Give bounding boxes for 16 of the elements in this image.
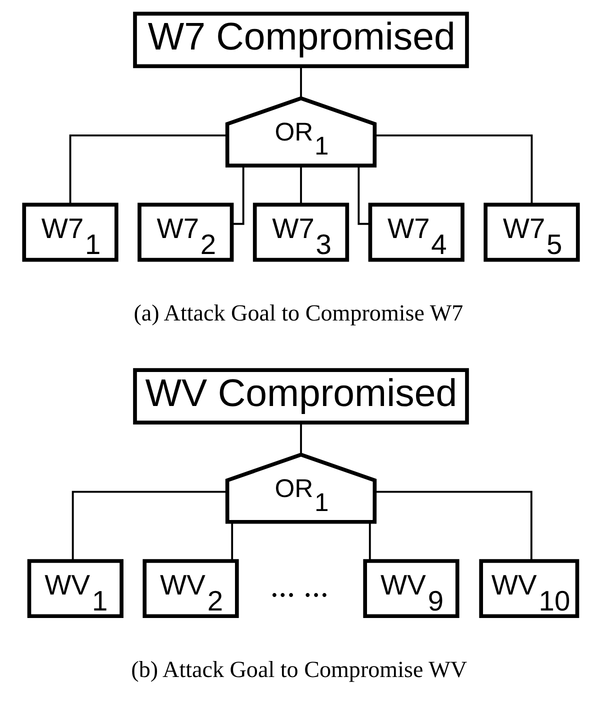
connector	[68, 134, 226, 204]
connector	[374, 490, 532, 561]
connector	[357, 166, 370, 225]
node-box: WV Compromised	[132, 368, 468, 424]
label: (a) Attack Goal to Compromise W7	[133, 300, 463, 326]
node-box: W7 Compromised	[132, 12, 468, 68]
connector	[71, 490, 226, 561]
label: ... ...	[270, 568, 328, 605]
connector	[300, 422, 302, 454]
connector	[300, 166, 302, 204]
label: (b) Attack Goal to Compromise WV	[130, 656, 467, 682]
connector	[230, 522, 233, 561]
connector	[368, 522, 370, 561]
connector	[232, 166, 244, 225]
connector	[374, 134, 532, 204]
connector	[300, 66, 302, 98]
